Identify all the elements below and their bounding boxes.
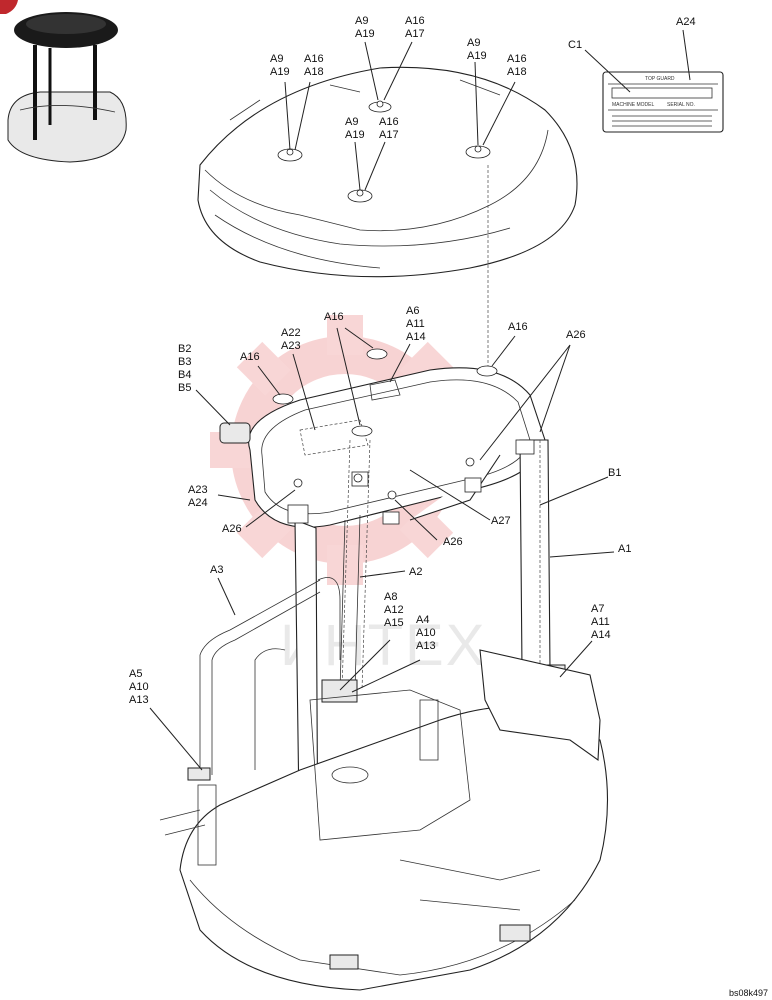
decal-title: TOP GUARD [645, 76, 675, 82]
callout-label: A3 [210, 564, 223, 576]
callout-label: A13 [416, 640, 436, 652]
callout-label: A18 [304, 66, 324, 78]
callout-label: A1 [618, 543, 631, 555]
callout-label: A14 [406, 331, 426, 343]
callout-label: A8 [384, 591, 397, 603]
top-guard-decal: TOP GUARD MACHINE MODEL SERIAL NO. [602, 71, 724, 133]
callout-label: A4 [416, 614, 429, 626]
callout-label: A24 [676, 16, 696, 28]
callout-label: A12 [384, 604, 404, 616]
callout-label: A5 [129, 668, 142, 680]
image-code: bs08k497 [728, 988, 768, 998]
callout-label: A15 [384, 617, 404, 629]
canopy-mount-2 [368, 100, 392, 113]
callout-label: A16 [240, 351, 260, 363]
callout-label: A17 [405, 28, 425, 40]
callout-label: A22 [281, 327, 301, 339]
callout-label: A11 [591, 616, 610, 628]
callout-label: A7 [591, 603, 604, 615]
seat-belt-bracket [219, 422, 251, 444]
callout-label: C1 [568, 39, 582, 51]
decal-field-right: SERIAL NO. [667, 102, 695, 108]
callout-label: A18 [507, 66, 527, 78]
callout-label: B1 [608, 467, 621, 479]
callout-label: A16 [304, 53, 324, 65]
callout-label: A26 [443, 536, 463, 548]
callout-label: A9 [345, 116, 358, 128]
thumbnail-machine [0, 0, 127, 163]
callout-label: B4 [178, 369, 191, 381]
callout-label: B2 [178, 343, 191, 355]
base-frame [159, 649, 609, 991]
canopy-mount-1 [277, 148, 303, 162]
callout-label: A9 [270, 53, 283, 65]
callout-label: A9 [467, 37, 480, 49]
callout-label: A19 [345, 129, 365, 141]
callout-label: A16 [405, 15, 425, 27]
callout-label: A24 [188, 497, 208, 509]
callout-label: A14 [591, 629, 611, 641]
callout-label: A19 [467, 50, 487, 62]
callout-label: A16 [324, 311, 344, 323]
washers-a16 [272, 348, 498, 437]
callout-label: A23 [188, 484, 208, 496]
callout-label: A10 [416, 627, 436, 639]
callout-label: A16 [379, 116, 399, 128]
callout-label: A9 [355, 15, 368, 27]
leader-lines [149, 29, 691, 771]
callout-label: A16 [507, 53, 527, 65]
callout-label: A17 [379, 129, 399, 141]
callout-label: A23 [281, 340, 301, 352]
callout-label: A11 [406, 318, 425, 330]
callout-label: B3 [178, 356, 191, 368]
top-guard-canopy [197, 66, 578, 278]
callout-label: A26 [566, 329, 586, 341]
decal-field-left: MACHINE MODEL [612, 102, 654, 108]
callout-label: A27 [491, 515, 511, 527]
callout-label: A10 [129, 681, 149, 693]
canopy-mount-3 [465, 145, 491, 159]
canopy-mount-4 [347, 189, 373, 203]
callout-label: A26 [222, 523, 242, 535]
callout-label: B5 [178, 382, 191, 394]
callout-label: A2 [409, 566, 422, 578]
callout-label: A13 [129, 694, 149, 706]
callout-label: A16 [508, 321, 528, 333]
callout-label: A19 [355, 28, 375, 40]
callout-label: A19 [270, 66, 290, 78]
callout-label: A6 [406, 305, 419, 317]
